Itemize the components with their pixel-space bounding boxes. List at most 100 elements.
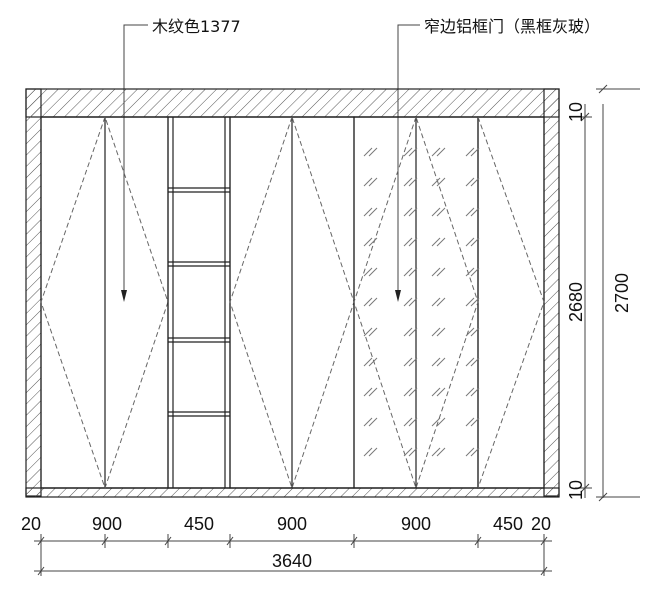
glass-hatch-stroke: [403, 177, 413, 187]
dim-total-width: 3640: [272, 551, 312, 571]
glass-hatch-stroke: [470, 207, 480, 217]
glass-hatch-stroke: [403, 387, 413, 397]
dim-inner-height: 2680: [566, 282, 586, 322]
glass-hatch-stroke: [368, 447, 378, 457]
glass-hatch-stroke: [431, 417, 441, 427]
glass-hatch-stroke: [436, 447, 446, 457]
dim-top-gap: 10: [566, 102, 586, 122]
glass-hatch-stroke: [368, 147, 378, 157]
glass-hatch-stroke: [408, 147, 418, 157]
glass-hatch-stroke: [431, 387, 441, 397]
glass-hatch-stroke: [363, 237, 373, 247]
glass-hatch-stroke: [436, 417, 446, 427]
glass-hatch-stroke: [431, 357, 441, 367]
dim-glass-door: 900: [401, 514, 431, 534]
glass-hatch-stroke: [368, 327, 378, 337]
glass-door-pair: [353, 116, 545, 490]
glass-hatch-stroke: [363, 147, 373, 157]
right-dimension-lines: [575, 84, 640, 502]
center-door-pair: [229, 116, 355, 490]
glass-hatch-marks: [363, 147, 480, 457]
door-leader-line: [395, 24, 420, 302]
glass-hatch-stroke: [363, 447, 373, 457]
glass-hatch-stroke: [431, 447, 441, 457]
glass-hatch-stroke: [465, 297, 475, 307]
glass-hatch-stroke: [465, 207, 475, 217]
glass-hatch-stroke: [368, 267, 378, 277]
glass-hatch-stroke: [363, 357, 373, 367]
glass-hatch-stroke: [408, 267, 418, 277]
glass-hatch-stroke: [436, 387, 446, 397]
wood-leader-line: [121, 24, 148, 302]
glass-hatch-stroke: [363, 207, 373, 217]
dim-right-panel: 450: [493, 514, 523, 534]
glass-hatch-stroke: [465, 387, 475, 397]
glass-hatch-stroke: [470, 417, 480, 427]
glass-hatch-stroke: [363, 297, 373, 307]
glass-hatch-stroke: [465, 357, 475, 367]
glass-hatch-stroke: [363, 387, 373, 397]
wood-color-label: 木纹色1377: [152, 17, 241, 36]
glass-hatch-stroke: [368, 387, 378, 397]
glass-hatch-stroke: [470, 177, 480, 187]
glass-hatch-stroke: [363, 177, 373, 187]
glass-hatch-stroke: [403, 417, 413, 427]
glass-hatch-stroke: [408, 327, 418, 337]
glass-hatch-stroke: [363, 267, 373, 277]
glass-hatch-stroke: [431, 267, 441, 277]
glass-hatch-stroke: [470, 357, 480, 367]
glass-hatch-stroke: [368, 207, 378, 217]
glass-hatch-stroke: [465, 417, 475, 427]
glass-hatch-stroke: [403, 237, 413, 247]
glass-hatch-stroke: [470, 267, 480, 277]
glass-hatch-stroke: [470, 387, 480, 397]
glass-hatch-stroke: [403, 327, 413, 337]
glass-hatch-stroke: [436, 147, 446, 157]
dim-bottom-gap: 10: [566, 480, 586, 500]
glass-hatch-stroke: [470, 237, 480, 247]
glass-hatch-stroke: [408, 237, 418, 247]
dim-total-height: 2700: [612, 273, 632, 313]
glass-hatch-stroke: [465, 237, 475, 247]
bottom-dimension-lines: [34, 534, 552, 576]
glass-hatch-stroke: [363, 417, 373, 427]
glass-hatch-stroke: [431, 327, 441, 337]
glass-hatch-stroke: [431, 207, 441, 217]
dim-left-wall: 20: [21, 514, 41, 534]
glass-hatch-stroke: [408, 357, 418, 367]
glass-hatch-stroke: [431, 237, 441, 247]
glass-hatch-stroke: [470, 447, 480, 457]
glass-hatch-stroke: [403, 147, 413, 157]
glass-hatch-stroke: [470, 297, 480, 307]
glass-hatch-stroke: [368, 297, 378, 307]
dim-right-wall: 20: [531, 514, 551, 534]
door-type-label: 窄边铝框门（黑框灰玻）: [424, 17, 600, 36]
glass-hatch-stroke: [465, 267, 475, 277]
glass-hatch-stroke: [436, 207, 446, 217]
glass-hatch-stroke: [436, 327, 446, 337]
dim-center-door: 900: [277, 514, 307, 534]
dim-shelf: 450: [184, 514, 214, 534]
glass-hatch-stroke: [436, 177, 446, 187]
glass-hatch-stroke: [408, 177, 418, 187]
glass-hatch-stroke: [465, 447, 475, 457]
glass-hatch-stroke: [403, 357, 413, 367]
open-shelf-unit: [167, 116, 231, 489]
glass-hatch-stroke: [403, 207, 413, 217]
glass-hatch-stroke: [408, 297, 418, 307]
glass-hatch-stroke: [436, 237, 446, 247]
glass-hatch-stroke: [403, 447, 413, 457]
glass-hatch-stroke: [431, 147, 441, 157]
glass-hatch-stroke: [431, 177, 441, 187]
glass-hatch-stroke: [363, 327, 373, 337]
glass-hatch-stroke: [368, 357, 378, 367]
glass-hatch-stroke: [408, 417, 418, 427]
glass-hatch-stroke: [465, 327, 475, 337]
glass-hatch-stroke: [465, 177, 475, 187]
glass-hatch-stroke: [470, 147, 480, 157]
left-door-pair: [40, 116, 169, 490]
glass-hatch-stroke: [431, 297, 441, 307]
glass-hatch-stroke: [436, 267, 446, 277]
glass-hatch-stroke: [408, 447, 418, 457]
